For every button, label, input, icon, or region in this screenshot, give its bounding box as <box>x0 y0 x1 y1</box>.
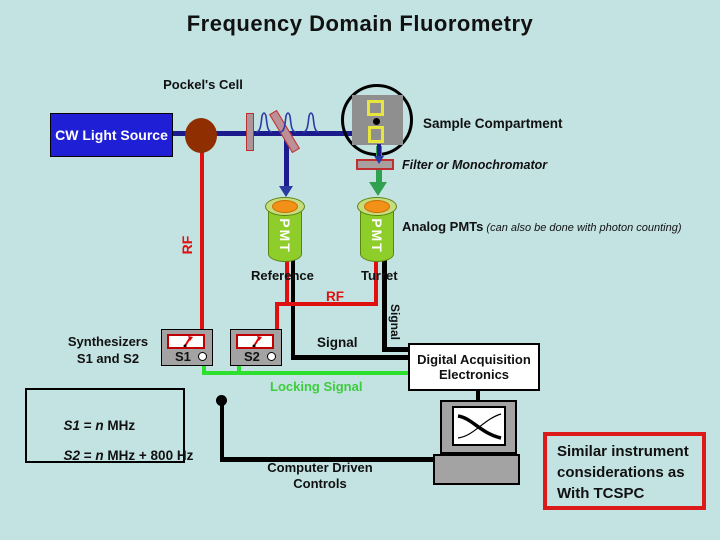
s1-knob <box>198 352 207 361</box>
computer-caption: Computer Driven Controls <box>240 460 400 492</box>
controls-wire-horizontal <box>220 457 437 462</box>
excitation-filter-rect <box>246 113 254 151</box>
page-title: Frequency Domain Fluorometry <box>186 11 534 36</box>
pmt-turret-label: PMT <box>369 218 385 254</box>
computer-caption-line2: Controls <box>293 476 347 491</box>
sample-compartment-label: Sample Compartment <box>423 116 563 131</box>
locking-wire-horizontal <box>202 371 409 375</box>
pmt-reference-label: PMT <box>277 218 293 254</box>
rf-horizontal-label: RF <box>326 289 344 304</box>
signal-vertical-label: Signal <box>388 303 402 340</box>
synthesizer-s2-box: S2 <box>230 329 282 366</box>
tcspc-callout-line2: considerations as <box>557 464 685 481</box>
analog-pmts-paren-note: (can also be done with photon counting) <box>483 222 682 234</box>
synthesizer-s1-box: S1 <box>161 329 213 366</box>
signal-wire-turret-horizontal <box>382 347 410 352</box>
synthesizers-caption: Synthesizers S1 and S2 <box>48 333 168 367</box>
transmitted-beam-arrowhead-icon <box>374 156 384 164</box>
s1-eq-unit: MHz <box>103 418 136 433</box>
tcspc-callout-line1: Similar instrument <box>557 443 689 460</box>
signal-wire-reference-vertical <box>291 258 295 358</box>
pockels-cell-label: Pockel's Cell <box>163 77 243 92</box>
laser-beam-line <box>173 131 356 136</box>
s2-label: S2 <box>244 349 260 364</box>
cw-light-source-label: CW Light Source <box>55 127 168 143</box>
s1-frequency-note: S1 = n MHz <box>41 403 136 448</box>
filter-monochromator-label: Filter or Monochromator <box>402 158 548 172</box>
synthesizer-frequency-note-box: S1 = n MHz S2 = n MHz + 800 Hz <box>25 388 193 463</box>
controls-wire-vertical <box>220 399 224 459</box>
signal-horizontal-label: Signal <box>317 335 358 350</box>
meter-needle-icon <box>183 336 193 347</box>
transmitted-beam-line <box>377 144 381 157</box>
computer-base <box>433 454 520 485</box>
reference-label: Reference <box>251 268 314 283</box>
s1-eq-var: S1 <box>63 418 81 433</box>
analog-pmts-note: Analog PMTs (can also be done with photo… <box>402 218 682 236</box>
computer-caption-line1: Computer Driven <box>267 460 373 475</box>
pulse-waveform-icon <box>255 112 320 133</box>
turret-label: Turret <box>361 268 398 283</box>
analog-pmts-label: Analog PMTs <box>402 219 484 234</box>
emission-beam-arrowhead-icon <box>369 182 387 196</box>
s2-frequency-note: S2 = n MHz + 800 Hz <box>41 433 194 478</box>
pmt-turret-window <box>364 200 390 213</box>
synthesizers-caption-line2: S1 and S2 <box>76 351 140 366</box>
pockels-cell-ellipse <box>185 118 217 153</box>
rf-wire-to-s2 <box>275 302 279 330</box>
s1-eq-n: n <box>95 418 104 433</box>
s2-eq-var: S2 <box>63 448 81 463</box>
meter-needle-icon <box>252 336 262 347</box>
tcspc-callout-box: Similar instrument considerations as Wit… <box>543 432 706 510</box>
cuvette-top <box>367 100 384 116</box>
s1-meter <box>167 334 205 349</box>
rf-wire-reference-drop <box>285 258 289 305</box>
signal-wire-reference-horizontal <box>291 355 410 360</box>
daq-label-line1: Digital Acquisition <box>417 351 531 367</box>
s2-eq-sign: = <box>80 448 96 463</box>
tcspc-callout-line3: With TCSPC <box>557 485 645 502</box>
cw-light-source-box: CW Light Source <box>50 113 173 157</box>
s2-eq-unit: MHz + 800 Hz <box>103 448 194 463</box>
rf-wire-horizontal <box>275 302 378 306</box>
s2-meter <box>236 334 274 349</box>
locking-wire-s2-drop <box>237 366 241 374</box>
locking-wire-s1-drop <box>202 366 206 374</box>
signal-wire-turret-vertical <box>382 258 387 350</box>
daq-to-computer-wire <box>476 390 480 401</box>
synthesizers-caption-line1: Synthesizers <box>67 334 149 349</box>
rf-wire-turret-drop <box>374 258 378 305</box>
daq-label-line2: Electronics <box>438 367 510 382</box>
cuvette-bottom <box>368 126 384 143</box>
pmt-reference-window <box>272 200 298 213</box>
reference-beam-line <box>283 136 289 188</box>
sample-dot <box>373 118 380 125</box>
s2-knob <box>267 352 276 361</box>
rf-vertical-label: RF <box>179 235 195 255</box>
rf-wire-pockels-to-s1 <box>200 150 204 330</box>
reference-beam-arrowhead-icon <box>279 186 293 197</box>
s1-eq-sign: = <box>80 418 96 433</box>
s1-label: S1 <box>175 349 191 364</box>
frequency-response-curves-icon <box>457 413 502 440</box>
monitor-screen <box>452 406 506 446</box>
locking-signal-label: Locking Signal <box>270 379 363 394</box>
daq-box: Digital Acquisition Electronics <box>408 343 540 391</box>
s2-eq-n: n <box>95 448 104 463</box>
